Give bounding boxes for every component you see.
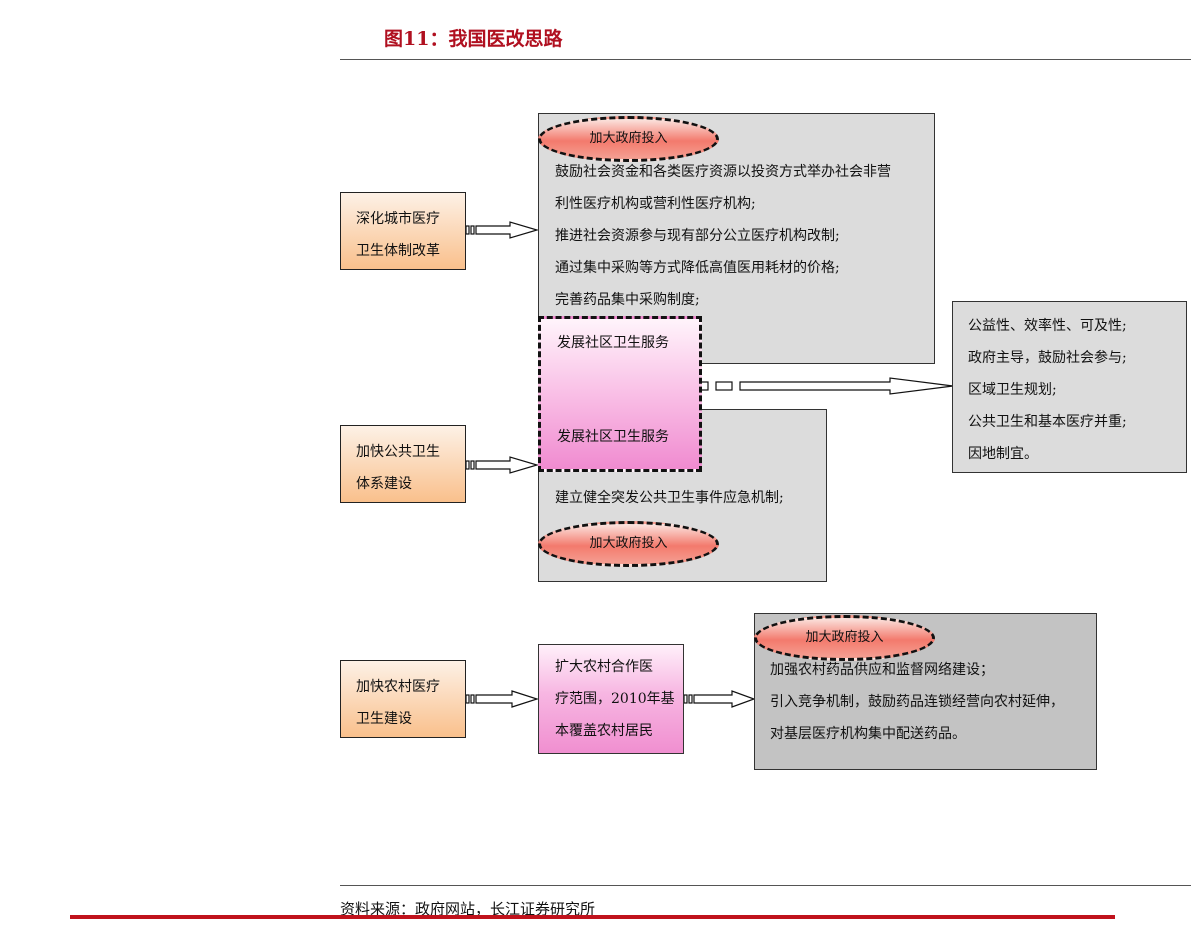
urban-measure-2: 利性医疗机构或营利性医疗机构; xyxy=(555,196,756,212)
community-line-top: 发展社区卫生服务 xyxy=(557,335,669,351)
rural-coop-line-3: 本覆盖农村居民 xyxy=(555,723,653,739)
box-urban-reform: 深化城市医疗 卫生体制改革 xyxy=(340,192,466,270)
oval-rural-gov-investment: 加大政府投入 xyxy=(754,615,935,661)
arrow-public xyxy=(465,456,540,474)
principle-5: 因地制宜。 xyxy=(968,446,1038,462)
public-health-line-1: 加快公共卫生 xyxy=(356,444,440,460)
rural-measure-1: 加强农村药品供应和监督网络建设； xyxy=(770,662,994,678)
footer-red-bar xyxy=(70,915,1115,919)
principle-4: 公共卫生和基本医疗并重; xyxy=(968,414,1127,430)
box-public-health: 加快公共卫生 体系建设 xyxy=(340,425,466,503)
rural-health-line-1: 加快农村医疗 xyxy=(356,679,440,695)
urban-reform-line-1: 深化城市医疗 xyxy=(356,211,440,227)
box-rural-coop: 扩大农村合作医 疗范围，2010年基 本覆盖农村居民 xyxy=(538,644,684,754)
rural-coop-line-1: 扩大农村合作医 xyxy=(555,659,653,675)
rural-measure-2: 引入竞争机制，鼓励药品连锁经营向农村延伸， xyxy=(770,694,1064,710)
principle-1: 公益性、效率性、可及性; xyxy=(968,318,1127,334)
urban-reform-line-2: 卫生体制改革 xyxy=(356,243,440,259)
rural-measure-3: 对基层医疗机构集中配送药品。 xyxy=(770,726,966,742)
figure-title: 图11：我国医改思路 xyxy=(384,28,563,50)
oval-urban-gov-investment: 加大政府投入 xyxy=(538,116,719,162)
urban-measure-1: 鼓励社会资金和各类医疗资源以投资方式举办社会非营 xyxy=(555,164,891,180)
arrow-urban xyxy=(465,221,540,239)
urban-measure-5: 完善药品集中采购制度; xyxy=(555,292,700,308)
principle-3: 区域卫生规划; xyxy=(968,382,1057,398)
community-line-bottom: 发展社区卫生服务 xyxy=(557,429,669,445)
bottom-rule xyxy=(340,885,1191,886)
rural-health-line-2: 卫生建设 xyxy=(356,711,412,727)
principle-2: 政府主导，鼓励社会参与; xyxy=(968,350,1127,366)
arrow-rural-1 xyxy=(465,690,539,708)
arrow-principles xyxy=(700,377,954,395)
public-measure-1: 建立健全突发公共卫生事件应急机制; xyxy=(555,490,784,506)
source-note: 资料来源：政府网站，长江证券研究所 xyxy=(340,900,596,918)
arrow-rural-2 xyxy=(683,690,756,708)
urban-measure-4: 通过集中采购等方式降低高值医用耗材的价格; xyxy=(555,260,840,276)
top-rule xyxy=(340,59,1191,60)
rural-coop-line-2: 疗范围，2010年基 xyxy=(555,691,675,707)
oval-public-gov-investment: 加大政府投入 xyxy=(538,521,719,567)
box-community-health: 发展社区卫生服务 发展社区卫生服务 xyxy=(538,316,702,472)
public-health-line-2: 体系建设 xyxy=(356,476,412,492)
urban-measure-3: 推进社会资源参与现有部分公立医疗机构改制; xyxy=(555,228,840,244)
box-principles: 公益性、效率性、可及性; 政府主导，鼓励社会参与; 区域卫生规划; 公共卫生和基… xyxy=(952,301,1187,473)
box-rural-health: 加快农村医疗 卫生建设 xyxy=(340,660,466,738)
